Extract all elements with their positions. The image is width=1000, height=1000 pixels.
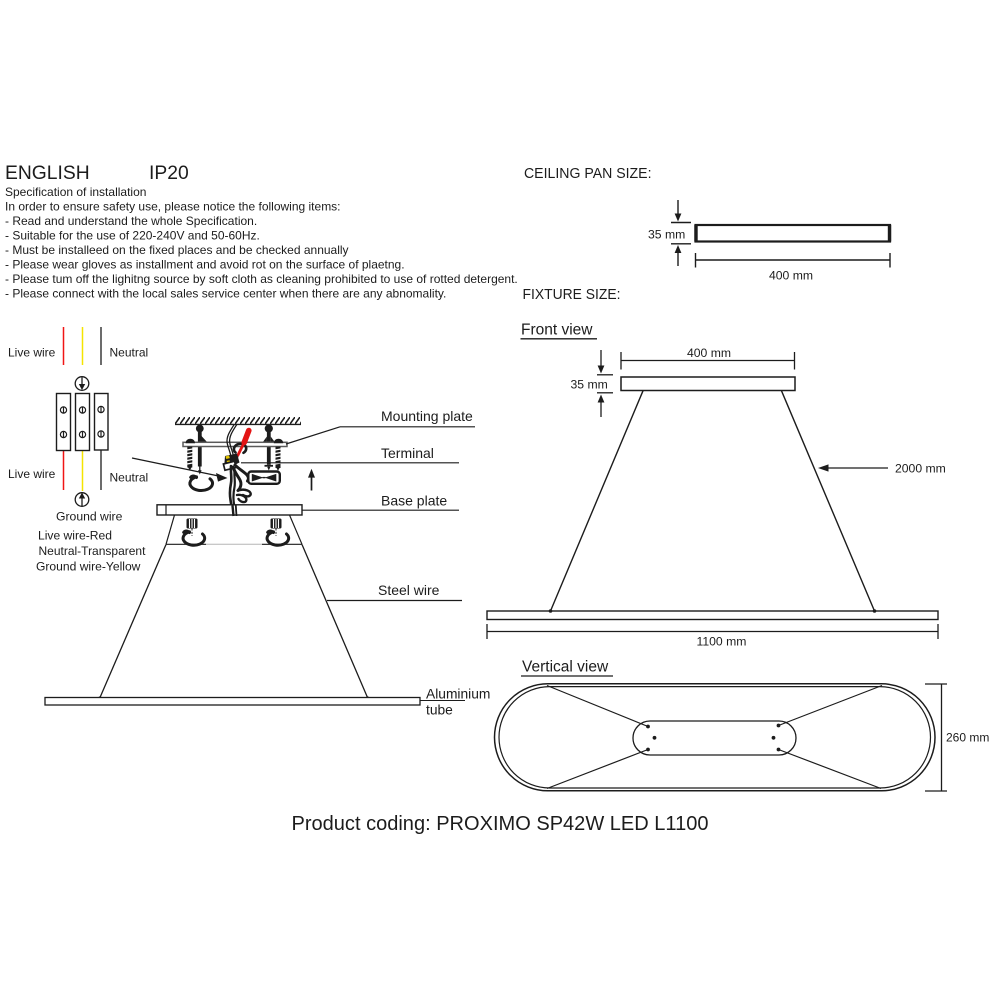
svg-text:Front view: Front view bbox=[521, 322, 593, 339]
svg-text:Specification of installation: Specification of installation bbox=[5, 185, 146, 199]
svg-text:Vertical view: Vertical view bbox=[522, 659, 609, 676]
svg-text:1100 mm: 1100 mm bbox=[697, 635, 747, 649]
svg-text:Terminal: Terminal bbox=[381, 445, 434, 461]
svg-text:- Suitable for the use of 220-: - Suitable for the use of 220-240V and 5… bbox=[5, 229, 260, 243]
svg-text:Neutral-Transparent: Neutral-Transparent bbox=[39, 544, 147, 558]
svg-text:FIXTURE SIZE:: FIXTURE SIZE: bbox=[523, 286, 621, 303]
svg-text:- Please tum off the lighitng: - Please tum off the lighitng source by … bbox=[5, 272, 518, 286]
svg-text:Neutral: Neutral bbox=[110, 346, 149, 360]
svg-text:ENGLISH: ENGLISH bbox=[5, 163, 90, 184]
svg-text:Product coding: PROXIMO SP42W: Product coding: PROXIMO SP42W LED L1100 bbox=[292, 813, 709, 835]
svg-text:- Read and understand the whol: - Read and understand the whole Specific… bbox=[5, 214, 257, 228]
svg-text:- Please wear gloves as instal: - Please wear gloves as installment and … bbox=[5, 258, 405, 272]
svg-text:IP20: IP20 bbox=[149, 163, 189, 184]
svg-text:Mounting plate: Mounting plate bbox=[381, 408, 473, 424]
svg-text:Ground wire-Yellow: Ground wire-Yellow bbox=[36, 560, 141, 574]
svg-text:400 mm: 400 mm bbox=[687, 346, 731, 360]
svg-text:Ground wire: Ground wire bbox=[56, 510, 123, 524]
svg-text:2000 mm: 2000 mm bbox=[895, 462, 946, 476]
svg-text:Base plate: Base plate bbox=[381, 493, 447, 509]
svg-text:Neutral: Neutral bbox=[110, 471, 149, 485]
svg-text:- Must be installeed on the fi: - Must be installeed on the fixed places… bbox=[5, 243, 349, 257]
svg-text:Live wire: Live wire bbox=[8, 467, 56, 481]
svg-text:400 mm: 400 mm bbox=[769, 269, 813, 283]
svg-text:CEILING PAN SIZE:: CEILING PAN SIZE: bbox=[524, 165, 652, 182]
svg-text:tube: tube bbox=[426, 703, 453, 718]
svg-text:Live wire-Red: Live wire-Red bbox=[38, 529, 112, 543]
svg-text:Live wire: Live wire bbox=[8, 346, 56, 360]
svg-text:35 mm: 35 mm bbox=[648, 228, 685, 242]
svg-text:260 mm: 260 mm bbox=[946, 731, 989, 745]
svg-text:35 mm: 35 mm bbox=[571, 378, 608, 392]
svg-text:Aluminium: Aluminium bbox=[426, 687, 490, 702]
svg-text:In order to ensure safety use,: In order to ensure safety use, please no… bbox=[5, 200, 341, 214]
svg-text:Steel wire: Steel wire bbox=[378, 582, 440, 598]
svg-text:- Please connect with the loca: - Please connect with the local sales se… bbox=[5, 287, 446, 301]
